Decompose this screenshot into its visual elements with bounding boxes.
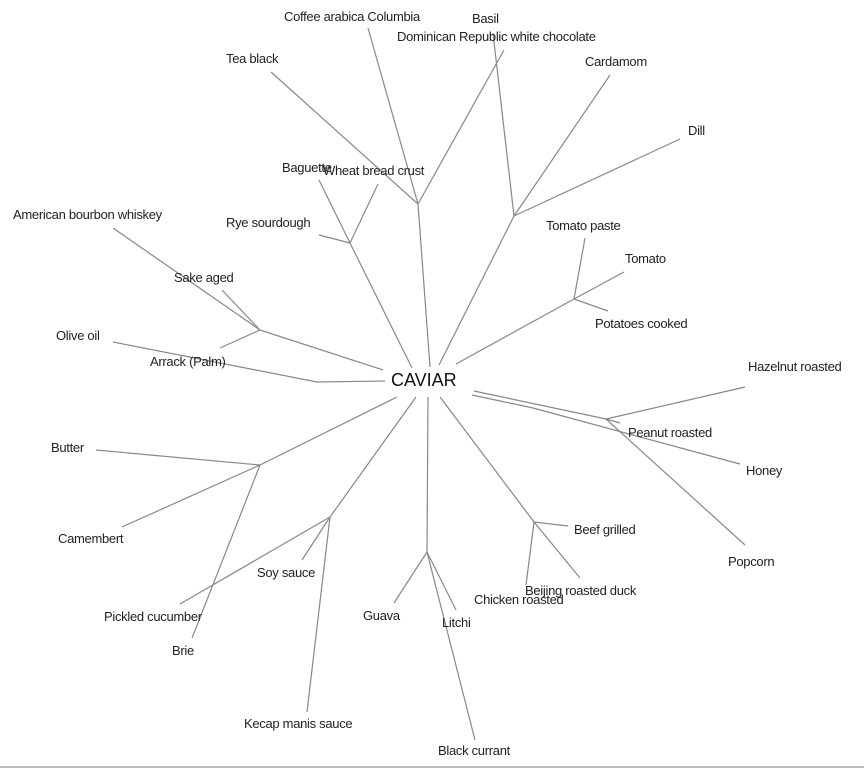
leaf-label: Litchi <box>442 615 471 630</box>
leaf-label: Butter <box>51 440 84 455</box>
root-node-label: CAVIAR <box>391 370 457 390</box>
edge-root-branch <box>473 390 607 420</box>
edge-root-branch <box>417 203 431 368</box>
edge-root-branch <box>316 380 386 383</box>
edge-root-branch <box>455 298 575 365</box>
edge-leaf <box>605 386 746 420</box>
leaf-label: Camembert <box>58 531 124 546</box>
leaf-label: Chicken roasted <box>474 592 564 607</box>
leaf-label: Pickled cucumber <box>104 609 202 624</box>
leaf-label: Cardamom <box>585 54 647 69</box>
edge-root-branch <box>471 394 534 409</box>
leaf-label: Soy sauce <box>257 565 316 580</box>
leaf-label: Arrack (Palm) <box>150 354 226 369</box>
edge-leaf <box>532 407 741 465</box>
leaf-label: Basil <box>472 11 499 26</box>
leaf-label: Coffee arabica Columbia <box>284 9 420 24</box>
edge-leaf <box>112 341 318 383</box>
edge-leaf <box>306 516 331 713</box>
edge-leaf <box>605 418 621 424</box>
edge-leaf <box>179 516 331 605</box>
edge-root-branch <box>426 396 429 553</box>
edge-leaf <box>95 449 261 466</box>
leaf-label: Potatoes cooked <box>595 316 688 331</box>
edge-leaf <box>573 298 609 312</box>
leaf-label: Hazelnut roasted <box>748 359 842 374</box>
leaf-label: Beef grilled <box>574 522 636 537</box>
edge-root-branch <box>439 396 535 523</box>
edge-leaf <box>417 49 505 205</box>
edge-root-branch <box>259 396 398 466</box>
leaf-label: Kecap manis sauce <box>244 716 353 731</box>
leaf-label: Tomato paste <box>546 218 621 233</box>
leaf-label: Dill <box>688 123 705 138</box>
edge-leaf <box>318 179 351 244</box>
leaf-label: Black currant <box>438 743 510 758</box>
bottom-divider <box>0 766 864 768</box>
leaf-label: American bourbon whiskey <box>13 207 162 222</box>
edge-leaf <box>533 521 569 527</box>
edge-leaf <box>393 551 428 604</box>
leaf-label: Dominican Republic white chocolate <box>397 29 596 44</box>
edge-leaf <box>191 464 261 639</box>
edge-leaf <box>349 183 379 244</box>
leaf-label: Guava <box>363 608 400 623</box>
leaf-label: Tomato <box>625 251 666 266</box>
edge-leaf <box>525 521 535 586</box>
leaf-label: Olive oil <box>56 328 100 343</box>
edge-leaf <box>270 71 419 205</box>
edge-leaf <box>367 27 419 205</box>
leaf-label: Rye sourdough <box>226 215 311 230</box>
edge-leaf <box>492 32 515 217</box>
edge-leaf <box>513 74 611 217</box>
edge-leaf <box>605 418 746 546</box>
edge-leaf <box>318 234 351 244</box>
leaf-label: Popcorn <box>728 554 775 569</box>
edge-leaf <box>426 551 476 741</box>
edge-root-branch <box>438 215 515 366</box>
edge-leaf <box>533 521 581 579</box>
leaf-label: Beijing roasted duck <box>525 583 637 598</box>
edge-leaf <box>112 227 261 331</box>
edge-leaf <box>219 329 261 349</box>
edge-leaf <box>426 551 457 611</box>
edge-root-branch <box>349 242 413 369</box>
edge-leaf <box>301 516 331 561</box>
leaf-label: Honey <box>746 463 783 478</box>
edge-leaf <box>573 271 625 300</box>
edge-leaf <box>513 138 681 217</box>
leaf-label: Tea black <box>226 51 279 66</box>
edge-leaf <box>121 464 261 528</box>
leaf-label: Peanut roasted <box>628 425 712 440</box>
leaf-label: Sake aged <box>174 270 234 285</box>
leaf-label: Baguette <box>282 160 332 175</box>
edge-leaf <box>221 289 261 331</box>
leaf-label: Wheat bread crust <box>323 163 425 178</box>
leaf-label: Brie <box>172 643 194 658</box>
edge-leaf <box>573 237 586 300</box>
edge-root-branch <box>259 329 384 371</box>
edge-root-branch <box>329 396 417 518</box>
